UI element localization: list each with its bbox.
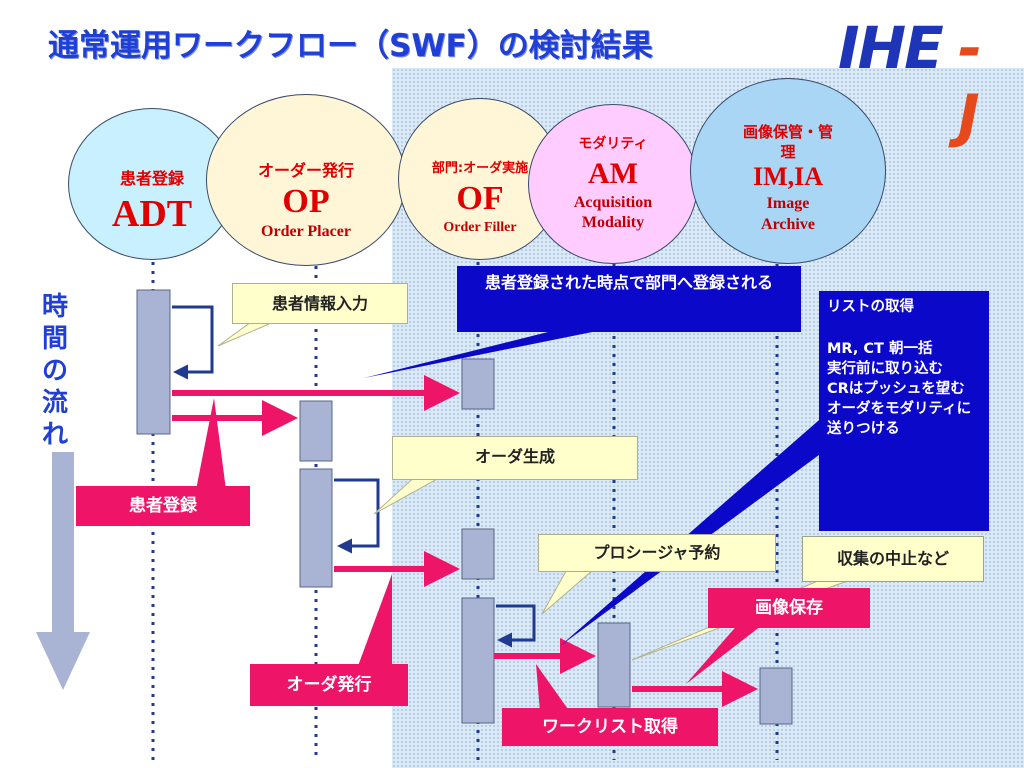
activation-am: [597, 622, 631, 708]
actor-of-en: Order Filler: [443, 220, 517, 235]
actor-im-ia-jp: 画像保管・管理: [742, 123, 833, 161]
activation-boxes: [136, 289, 793, 725]
callout-patient-info-input: 患者情報入力: [232, 283, 408, 324]
logo-suffix-text: - J: [958, 14, 983, 150]
worklist-info-box: リストの取得 MR, CT 朝一括 実行前に取り込む CRはプッシュを望む オー…: [819, 291, 989, 531]
actor-adt: 患者登録 ADT: [68, 108, 236, 260]
time-axis-arrow: [36, 452, 90, 690]
label-order-issue: オーダ発行: [250, 664, 408, 706]
callout-cancel-collection: 収集の中止など: [802, 536, 984, 582]
actor-adt-code: ADT: [111, 193, 193, 235]
logo-main-text: IHE: [838, 14, 944, 82]
activation-op-1: [299, 400, 333, 462]
blue-tails: [364, 326, 842, 646]
label-image-store: 画像保存: [708, 588, 870, 628]
actor-im-ia-en: Image Archive: [761, 195, 815, 233]
label-worklist-get: ワークリスト取得: [502, 708, 718, 746]
label-patient-registration: 患者登録: [76, 486, 250, 526]
time-axis-char-5: れ: [42, 420, 69, 450]
actor-im-ia-code: IM,IA: [752, 162, 824, 191]
activation-of-2: [461, 528, 495, 580]
worklist-info-line-4: オーダをモダリティに送りつける: [827, 401, 972, 437]
registration-note-box: 患者登録された時点で部門へ登録される: [457, 266, 801, 332]
actor-op-en: Order Placer: [261, 223, 351, 240]
tail-image-store: [686, 622, 766, 684]
tail-worklist: [560, 414, 842, 646]
tail-registration-note: [364, 326, 622, 378]
ihe-j-logo: IHE - J: [838, 8, 1018, 150]
actor-im-ia: 画像保管・管理 IM,IA Image Archive: [690, 78, 886, 264]
worklist-info-line-2: 実行前に取り込む: [827, 361, 943, 377]
callout-procedure-reservation: プロシージャ予約: [538, 534, 776, 572]
activation-of-1: [461, 358, 495, 410]
callout-order-generation: オーダ生成: [392, 436, 638, 480]
actor-of-jp: 部門:オーダ実施: [431, 161, 529, 176]
worklist-info-line-1: MR, CT 朝一括: [827, 341, 933, 357]
registration-note-text: 患者登録された時点で部門へ登録される: [484, 273, 773, 292]
actor-am-jp: モダリティ: [578, 136, 648, 152]
actor-am-en: Acquisition Modality: [573, 194, 653, 231]
activation-im: [759, 667, 793, 725]
self-message-op: [334, 478, 380, 554]
actor-op-jp: オーダー発行: [257, 161, 354, 180]
actor-am-code: AM: [588, 157, 638, 190]
time-axis-char-1: 時: [42, 292, 69, 322]
time-axis-char-4: 流: [42, 388, 69, 418]
page-title: 通常運用ワークフロー（SWF）の検討結果: [48, 28, 653, 64]
activation-adt: [136, 289, 171, 435]
tail-order-issue: [358, 574, 392, 666]
tail-worklist-get: [536, 664, 570, 712]
time-axis-char-2: 間: [42, 324, 69, 354]
worklist-info-line-3: CRはプッシュを望む: [827, 381, 965, 397]
actor-op-code: OP: [282, 183, 330, 220]
pink-tails: [196, 398, 766, 712]
activation-of-3: [461, 597, 495, 724]
actor-adt-jp: 患者登録: [119, 169, 184, 188]
actor-of-code: OF: [456, 180, 504, 217]
tail-order-gen: [373, 473, 448, 515]
self-message-adt: [172, 305, 214, 380]
self-message-of: [496, 604, 536, 648]
tail-patient-registration: [196, 398, 226, 490]
worklist-info-title: リストの取得: [827, 299, 914, 315]
time-axis-char-3: の: [42, 356, 69, 386]
self-messages: [172, 305, 536, 648]
activation-op-2: [299, 468, 333, 588]
pink-messages: [172, 375, 758, 707]
actor-op: オーダー発行 OP Order Placer: [206, 94, 406, 266]
